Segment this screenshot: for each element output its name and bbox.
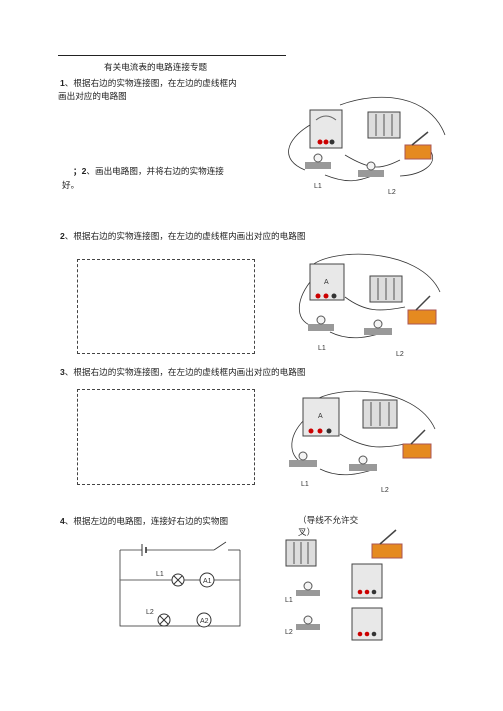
q4-circuit-diagram: A1 A2 L1 L2 [119,541,241,628]
q4-number: 4 [60,516,65,526]
bulb-l1-icon [308,315,334,331]
label-l2: L2 [396,351,404,358]
a2-label: A2 [200,618,209,625]
bulb-l2-icon [349,455,377,471]
ammeter-a-label: A [318,413,323,420]
q3-line: 3、根据右边的实物连接图，在左边的虚线框内画出对应的电路图 [60,367,305,379]
q3-answer-box[interactable] [77,389,255,485]
a1-label: A1 [203,578,212,585]
bulb-l1-icon [289,451,317,467]
bulb-l2-icon [296,615,320,630]
ammeter-a2-symbol-icon: A2 [196,612,212,628]
q1-text1: 、根据右边的实物连接图，在左边的虚线框内 [64,79,237,89]
l1-label: L1 [156,571,164,578]
ammeter-icon [351,607,383,641]
label-l2: L2 [285,629,293,636]
label-l1: L1 [285,597,293,604]
q1b-number: 2 [81,166,87,176]
label-l1: L1 [318,345,326,352]
switch-icon [371,529,403,559]
bulb-l2-icon [358,161,384,177]
ammeter-a-label: A [324,279,329,286]
ammeter-icon [309,109,343,149]
q1b-text1: 、画出电路图，并将右边的实物连接 [86,167,224,177]
q1-line2: 画出对应的电路图 [58,92,127,102]
q1-line1: 1、根据右边的实物连接图，在左边的虚线框内 [60,78,237,90]
circuit-photo-3: A L1 L2 [289,390,436,494]
q2-text: 、根据右边的实物连接图，在左边的虚线框内画出对应的电路图 [64,232,306,242]
battery-icon [369,275,403,303]
q4-note2: 叉） [298,528,316,538]
battery-icon [362,399,398,429]
switch-icon [407,295,437,325]
battery-icon [367,111,401,139]
battery-icon [285,539,317,567]
bulb-l1-icon [296,581,320,596]
circuit-photo-1: L1 L2 [288,96,446,196]
q1-number: 1 [60,78,65,88]
label-l2: L2 [381,487,389,494]
switch-icon [404,131,432,160]
q1b-prefix: ； [73,166,82,176]
switch-symbol-icon [213,541,240,551]
label-l1: L1 [301,481,309,488]
q4-line: 4、根据左边的电路图，连接好右边的实物图 [60,516,228,528]
ammeter-icon [351,563,383,599]
q4-components: L1 L2 [285,529,403,641]
bulb-l2-icon [364,319,392,335]
q4-note1: （导线不允许交 [298,516,359,526]
q2-number: 2 [60,231,65,241]
l2-label: L2 [146,609,154,616]
q3-number: 3 [60,367,65,377]
q1b-line2: 好。 [62,181,80,191]
label-l1: L1 [314,183,322,190]
ammeter-a1-symbol-icon: A1 [199,572,215,588]
page-title: 有关电流表的电路连接专题 [104,63,208,73]
label-l2: L2 [388,189,396,196]
switch-icon [402,429,432,459]
battery-symbol-icon [141,544,147,556]
q2-answer-box[interactable] [77,259,255,354]
ammeter-icon: A [302,397,340,437]
bulb-l1-icon [305,153,331,169]
ammeter-icon: A [309,263,345,301]
q1b-line1: ；2、画出电路图，并将右边的实物连接 [73,166,224,178]
circuit-photo-2: A L1 L2 [298,253,441,358]
q4-text: 、根据左边的电路图，连接好右边的实物图 [64,517,229,527]
title-rule [58,55,286,56]
q2-line: 2、根据右边的实物连接图，在左边的虚线框内画出对应的电路图 [60,231,305,243]
lamp-l1-symbol-icon [171,573,185,587]
q3-text: 、根据右边的实物连接图，在左边的虚线框内画出对应的电路图 [64,368,306,378]
lamp-l2-symbol-icon [157,613,171,627]
